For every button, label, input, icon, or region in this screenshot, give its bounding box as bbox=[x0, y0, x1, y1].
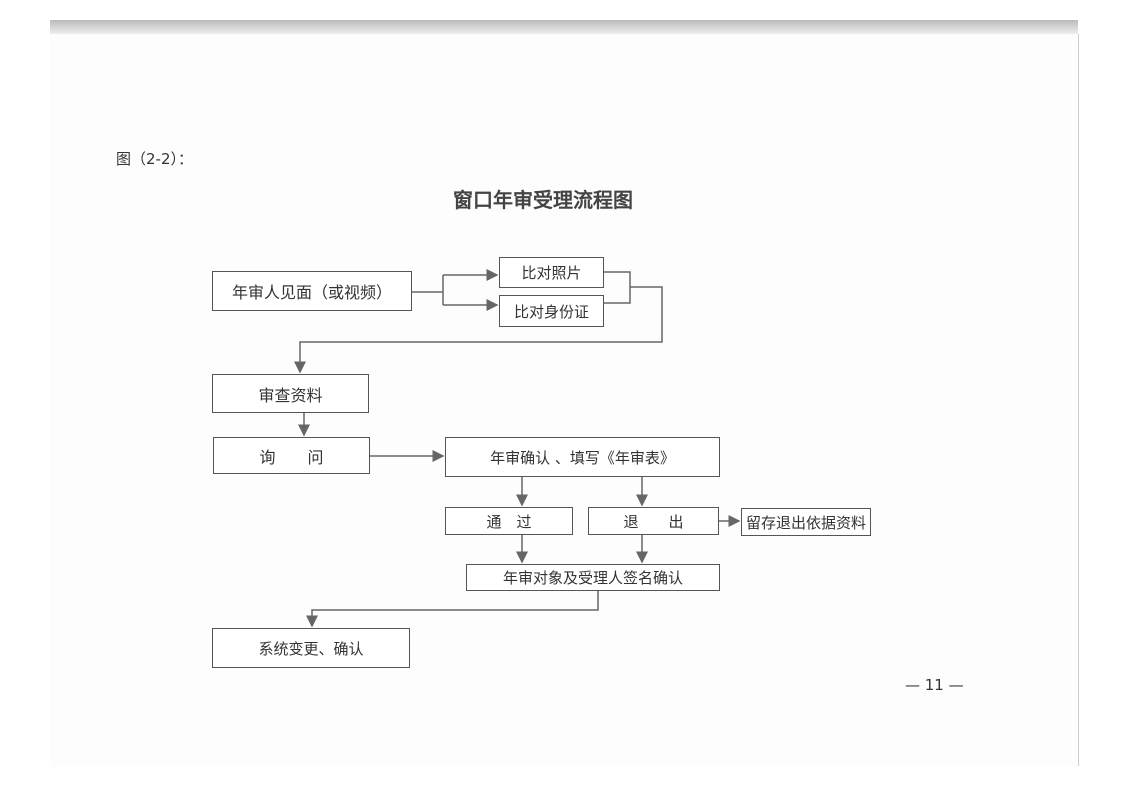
node-system: 系统变更、确认 bbox=[212, 628, 410, 668]
node-compare-id: 比对身份证 bbox=[499, 295, 604, 327]
figure-label: 图（2-2）： bbox=[116, 150, 193, 168]
page-number: — 11 — bbox=[905, 676, 964, 694]
node-retain: 留存退出依据资料 bbox=[741, 508, 871, 536]
node-pass: 通 过 bbox=[445, 507, 573, 535]
node-inquiry: 询 问 bbox=[213, 437, 370, 474]
node-confirm: 年审确认 、填写《年审表》 bbox=[445, 437, 720, 477]
scan-border bbox=[50, 20, 1078, 34]
flowchart-title: 窗口年审受理流程图 bbox=[453, 188, 633, 212]
node-sign: 年审对象及受理人签名确认 bbox=[466, 564, 720, 591]
node-review: 审查资料 bbox=[212, 374, 369, 413]
node-compare-photo: 比对照片 bbox=[499, 257, 604, 288]
node-meet: 年审人见面（或视频） bbox=[212, 271, 412, 311]
node-exit: 退 出 bbox=[588, 507, 719, 535]
